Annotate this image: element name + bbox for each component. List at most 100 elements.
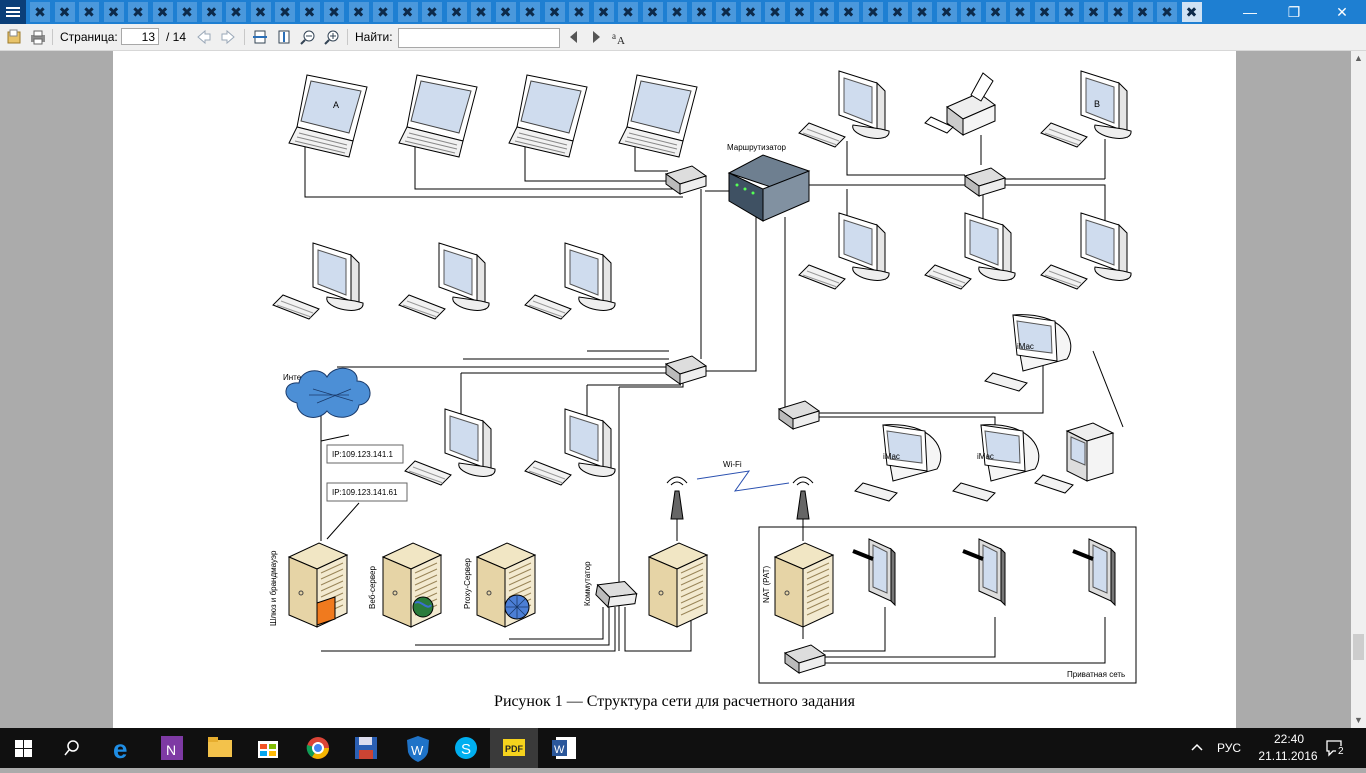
- document-tab-close-icon[interactable]: ✖: [765, 2, 785, 22]
- minimize-button[interactable]: —: [1243, 4, 1257, 20]
- language-indicator[interactable]: РУС: [1217, 741, 1242, 755]
- save-disk-icon[interactable]: [342, 728, 390, 768]
- chrome-icon[interactable]: [294, 728, 342, 768]
- next-page-icon[interactable]: [220, 29, 236, 45]
- ip-box-1-text: IP:109.123.141.1: [332, 450, 393, 459]
- windows-defender-icon[interactable]: W: [394, 728, 442, 768]
- scroll-up-icon[interactable]: ▲: [1354, 53, 1363, 63]
- document-tab-close-icon[interactable]: ✖: [618, 2, 638, 22]
- document-tab-close-icon[interactable]: ✖: [299, 2, 320, 22]
- document-tab-close-icon[interactable]: ✖: [569, 2, 589, 22]
- document-tab-close-icon[interactable]: ✖: [887, 2, 908, 22]
- document-tab-close-icon[interactable]: ✖: [1108, 2, 1128, 22]
- document-tab-close-icon[interactable]: ✖: [348, 2, 369, 22]
- fit-page-icon[interactable]: [276, 29, 292, 45]
- imac-label: iMac: [977, 452, 994, 461]
- zoom-out-icon[interactable]: [300, 29, 316, 45]
- document-tab-close-icon[interactable]: ✖: [1010, 2, 1030, 22]
- svg-text:S: S: [461, 741, 471, 758]
- document-tab-close-icon[interactable]: ✖: [152, 2, 173, 22]
- document-tab-close-icon[interactable]: ✖: [226, 2, 246, 22]
- document-tab-close-icon[interactable]: ✖: [54, 2, 75, 22]
- find-input[interactable]: [398, 28, 560, 48]
- restore-button[interactable]: ❐: [1287, 4, 1301, 20]
- notification-icon[interactable]: [1325, 739, 1345, 757]
- document-tab-close-icon[interactable]: ✖: [1034, 2, 1055, 22]
- document-tab-close-icon[interactable]: ✖: [446, 2, 467, 22]
- hub-private: [784, 644, 826, 674]
- document-tab-close-icon[interactable]: ✖: [544, 2, 565, 22]
- document-tab-close-icon[interactable]: ✖: [667, 2, 687, 22]
- document-tab-close-icon[interactable]: ✖: [740, 2, 761, 22]
- menu-icon[interactable]: [0, 0, 26, 24]
- clock-date[interactable]: 21.11.2016: [1258, 749, 1318, 763]
- document-tab-close-icon[interactable]: ✖: [324, 2, 344, 22]
- document-tab-close-icon[interactable]: ✖: [1083, 2, 1104, 22]
- document-tab-close-icon[interactable]: ✖: [936, 2, 957, 22]
- clock-time[interactable]: 22:40: [1273, 732, 1305, 746]
- page-number-input[interactable]: 13: [121, 28, 159, 45]
- close-button[interactable]: ✕: [1336, 4, 1348, 20]
- print-icon[interactable]: [30, 29, 46, 45]
- document-tab-close-icon[interactable]: ✖: [961, 2, 981, 22]
- document-tab-close-icon[interactable]: ✖: [103, 2, 124, 22]
- document-tab-close-icon[interactable]: ✖: [250, 2, 271, 22]
- document-tab-close-icon[interactable]: ✖: [495, 2, 516, 22]
- connection-lines: [304, 135, 1124, 664]
- document-tab-close-icon[interactable]: ✖: [422, 2, 442, 22]
- document-tab-close-icon[interactable]: ✖: [30, 2, 50, 22]
- ip-box-1: [326, 444, 404, 464]
- document-tab-close-icon[interactable]: ✖: [177, 2, 197, 22]
- desktop-computer: [272, 242, 364, 320]
- scroll-down-icon[interactable]: ▼: [1354, 715, 1363, 725]
- find-previous-icon[interactable]: [566, 29, 582, 45]
- document-tab-close-icon[interactable]: ✖: [1132, 2, 1153, 22]
- document-tab-close-icon[interactable]: ✖: [1059, 2, 1079, 22]
- figure-caption: Рисунок 1 — Структура сети для расчетног…: [494, 693, 855, 710]
- fit-width-icon[interactable]: [252, 29, 268, 45]
- web-server-label: Веб-сервер: [368, 566, 377, 609]
- separator: [52, 29, 53, 45]
- file-explorer-icon[interactable]: [196, 728, 244, 768]
- document-tab-close-icon[interactable]: ✖: [593, 2, 614, 22]
- document-tab-close-icon[interactable]: ✖: [79, 2, 99, 22]
- nat-server: [774, 542, 834, 628]
- document-tab-close-icon[interactable]: ✖: [520, 2, 540, 22]
- ip-box-2-text: IP:109.123.141.61: [332, 488, 398, 497]
- document-tab-close-icon[interactable]: ✖: [863, 2, 883, 22]
- search-icon[interactable]: [64, 740, 80, 756]
- onenote-icon[interactable]: N: [148, 728, 196, 768]
- laptop: [508, 74, 588, 158]
- find-next-icon[interactable]: [588, 29, 604, 45]
- document-tab-close-icon[interactable]: ✖: [201, 2, 222, 22]
- windows-start-icon[interactable]: [15, 740, 32, 757]
- document-tab-close-icon[interactable]: ✖: [838, 2, 859, 22]
- document-tab-close-icon[interactable]: ✖: [814, 2, 834, 22]
- document-tab-close-icon[interactable]: ✖: [691, 2, 712, 22]
- zoom-in-icon[interactable]: [324, 29, 340, 45]
- document-tab-close-icon[interactable]: ✖: [397, 2, 418, 22]
- chevron-up-icon[interactable]: [1191, 743, 1203, 751]
- pdf-reader-icon[interactable]: PDF: [490, 728, 538, 768]
- hub-top: [665, 165, 707, 195]
- scroll-thumb[interactable]: [1353, 634, 1364, 660]
- document-tab-close-icon[interactable]: ✖: [1157, 2, 1177, 22]
- vertical-scrollbar[interactable]: ▲ ▼: [1351, 51, 1366, 728]
- skype-icon[interactable]: S: [442, 728, 490, 768]
- document-tab-close-icon[interactable]: ✖: [471, 2, 491, 22]
- document-tab-close-icon[interactable]: ✖: [789, 2, 810, 22]
- edge-browser-icon[interactable]: e: [100, 728, 148, 768]
- document-tab-close-icon[interactable]: ✖: [275, 2, 295, 22]
- document-tab-close-icon[interactable]: ✖: [985, 2, 1006, 22]
- document-tab-close-icon[interactable]: ✖: [912, 2, 932, 22]
- store-icon[interactable]: [244, 728, 292, 768]
- previous-page-icon[interactable]: [196, 29, 212, 45]
- document-tab-close-icon[interactable]: ✖: [716, 2, 736, 22]
- open-file-icon[interactable]: [6, 29, 22, 45]
- document-tab-close-icon[interactable]: ✖: [128, 2, 148, 22]
- document-tab-close-icon[interactable]: ✖: [642, 2, 663, 22]
- document-tab-close-icon[interactable]: ✖: [1181, 2, 1202, 22]
- word-icon[interactable]: W: [540, 728, 588, 768]
- document-tab-close-icon[interactable]: ✖: [373, 2, 393, 22]
